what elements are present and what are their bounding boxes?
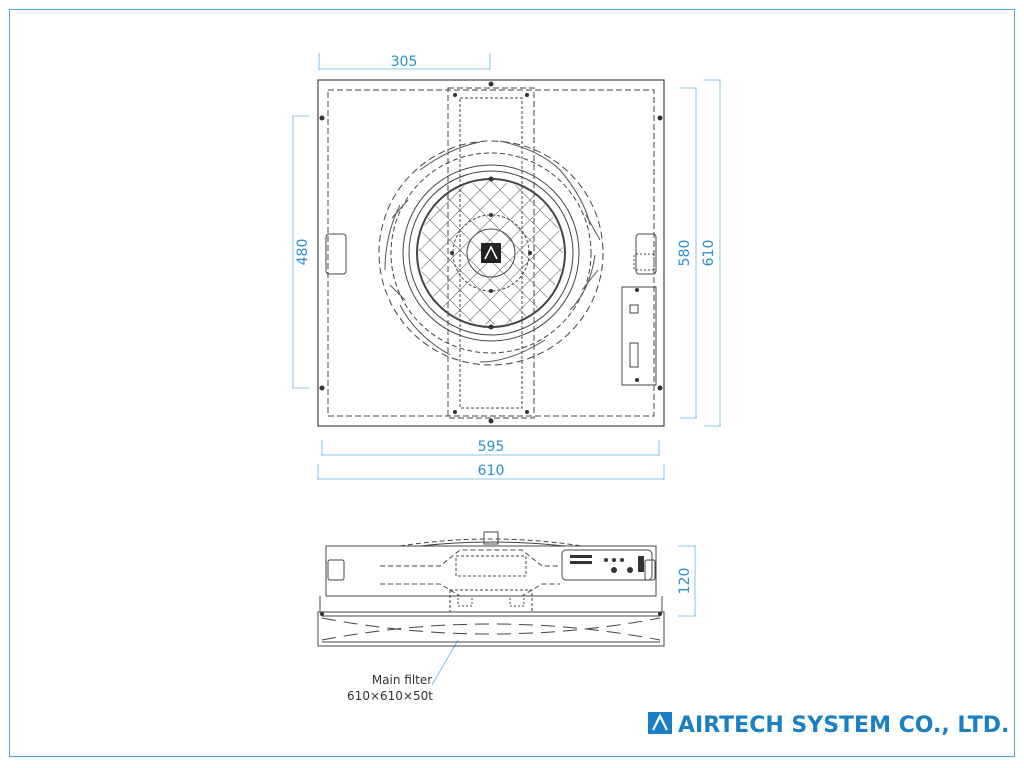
dim-480: 480 bbox=[295, 239, 311, 266]
dim-305: 305 bbox=[391, 54, 418, 70]
inner-frame bbox=[327, 89, 655, 417]
filter-size: 610×610×50t bbox=[347, 689, 433, 703]
company-name: AIRTECH SYSTEM CO., LTD. bbox=[678, 713, 1009, 738]
filter-label: Main filter bbox=[372, 673, 432, 687]
dim-120: 120 bbox=[677, 568, 693, 595]
dim-595: 595 bbox=[478, 439, 505, 455]
dim-610-vertical: 610 bbox=[701, 240, 717, 267]
dim-580: 580 bbox=[677, 240, 693, 267]
top-view bbox=[317, 79, 665, 427]
dim-610-horizontal: 610 bbox=[478, 463, 505, 479]
side-view bbox=[317, 531, 665, 647]
outer-frame bbox=[317, 79, 665, 427]
side-control-panel bbox=[561, 549, 653, 581]
control-box bbox=[621, 286, 657, 386]
dimension-lines bbox=[292, 53, 721, 686]
drawing-frame bbox=[9, 9, 1015, 757]
company-logo bbox=[648, 712, 672, 734]
